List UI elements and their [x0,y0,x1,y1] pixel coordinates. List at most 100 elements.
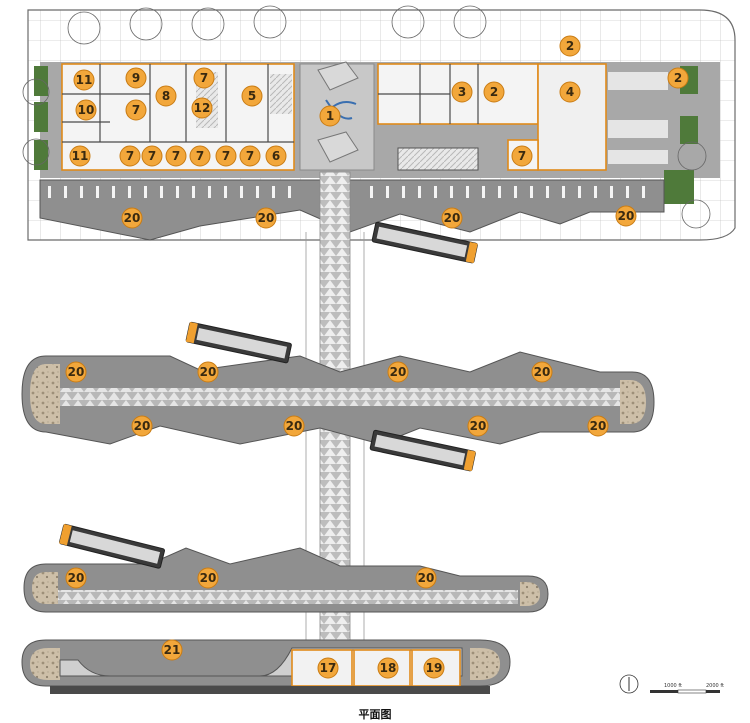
platform-marker: 20 [615,205,637,227]
platform-marker-label: 20 [200,571,217,585]
platform-marker-label: 20 [286,419,303,433]
scale-label-right: 2000 ft [706,683,724,689]
room-marker: 11 [73,69,95,91]
room-marker-label: 7 [196,149,204,163]
room-marker: 7 [239,145,261,167]
platform-marker-label: 20 [68,571,85,585]
greenery [34,66,698,204]
room-marker-label: 7 [172,149,180,163]
room-marker-label: 7 [126,149,134,163]
number-markers: 11 9 7 2 2 10 7 8 12 5 1 3 2 4 11 7 7 7 … [65,35,689,679]
north-arrow [619,674,639,694]
room-marker-label: 10 [78,103,95,117]
bus-2 [185,321,292,364]
platform-marker: 20 [441,207,463,229]
facility-marker: 17 [317,657,339,679]
platform-marker: 20 [387,361,409,383]
platform-marker-label: 20 [470,419,487,433]
room-marker-label: 2 [674,71,682,85]
left-hatch-zone-2 [270,74,292,114]
platform-marker-label: 20 [444,211,461,225]
platform-marker: 20 [415,567,437,589]
room-marker: 12 [191,97,213,119]
facility-marker-label: 19 [426,661,443,675]
room-marker: 7 [165,145,187,167]
room-marker: 9 [125,67,147,89]
platform-marker: 20 [467,415,489,437]
room-marker-label: 2 [490,85,498,99]
room-marker-label: 7 [200,71,208,85]
platform-marker: 20 [283,415,305,437]
terminal-platform [39,179,665,241]
platform-marker-label: 20 [590,419,607,433]
room-marker: 7 [193,67,215,89]
room-marker-label: 9 [132,71,140,85]
platform-marker: 20 [65,361,87,383]
room-marker-label: 11 [72,149,89,163]
platform-marker: 20 [531,361,553,383]
drawing-caption: 平面图 [358,708,392,721]
room-marker: 2 [559,35,581,57]
room-marker-label: 8 [162,89,170,103]
room-marker-label: 12 [194,101,211,115]
terminal-right-stripes [608,72,668,164]
room-marker: 8 [155,85,177,107]
bus-4 [59,523,165,569]
platform-marker-label: 20 [618,209,635,223]
room-marker-label: 11 [76,73,93,87]
trees [22,5,711,229]
room-marker: 7 [119,145,141,167]
bus-1 [371,221,478,264]
room-marker: 3 [451,81,473,103]
bus-platform-1 [21,351,655,445]
room-marker: 4 [559,81,581,103]
room-marker-label: 3 [458,85,466,99]
large-hall-4 [537,63,607,171]
room-marker: 7 [189,145,211,167]
room-marker: 11 [69,145,91,167]
room-marker-label: 7 [518,149,526,163]
room-marker: 7 [141,145,163,167]
platform-marker-label: 20 [134,419,151,433]
room-marker: 6 [265,145,287,167]
platform-marker-label: 20 [390,365,407,379]
platform-marker: 20 [65,567,87,589]
platform-marker-label: 20 [418,571,435,585]
platform-marker-label: 20 [200,365,217,379]
platform-marker: 20 [197,567,219,589]
facility-marker: 18 [377,657,399,679]
platform-marker-label: 20 [534,365,551,379]
platform-marker: 20 [587,415,609,437]
room-marker-label: 6 [272,149,280,163]
platform-marker-label: 20 [124,211,141,225]
room-marker: 2 [667,67,689,89]
platform-marker: 20 [121,207,143,229]
facility-marker: 19 [423,657,445,679]
facility-marker-label: 17 [320,661,337,675]
room-marker: 7 [125,99,147,121]
terminal-building [22,5,736,241]
platform-marker-label: 20 [258,211,275,225]
stair-block [397,147,479,171]
bus-platform-2 [23,547,549,613]
left-room-walls [62,64,294,143]
facility-marker-label: 21 [164,643,181,657]
room-marker: 1 [319,105,341,127]
bus-3 [369,429,476,472]
room-marker: 7 [511,145,533,167]
room-marker-label: 7 [148,149,156,163]
scale-bar: 1000 ft 2000 ft [650,683,724,694]
room-marker-label: 2 [566,39,574,53]
room-marker-label: 5 [248,89,256,103]
room-marker: 2 [483,81,505,103]
room-marker: 7 [215,145,237,167]
room-marker-label: 7 [246,149,254,163]
room-marker-label: 1 [326,109,334,123]
facility-marker-label: 18 [380,661,397,675]
room-marker: 10 [75,99,97,121]
room-marker-label: 4 [566,85,574,99]
platform-marker: 20 [131,415,153,437]
right-room-walls [378,64,479,124]
terminal-bay-markings [48,186,645,198]
